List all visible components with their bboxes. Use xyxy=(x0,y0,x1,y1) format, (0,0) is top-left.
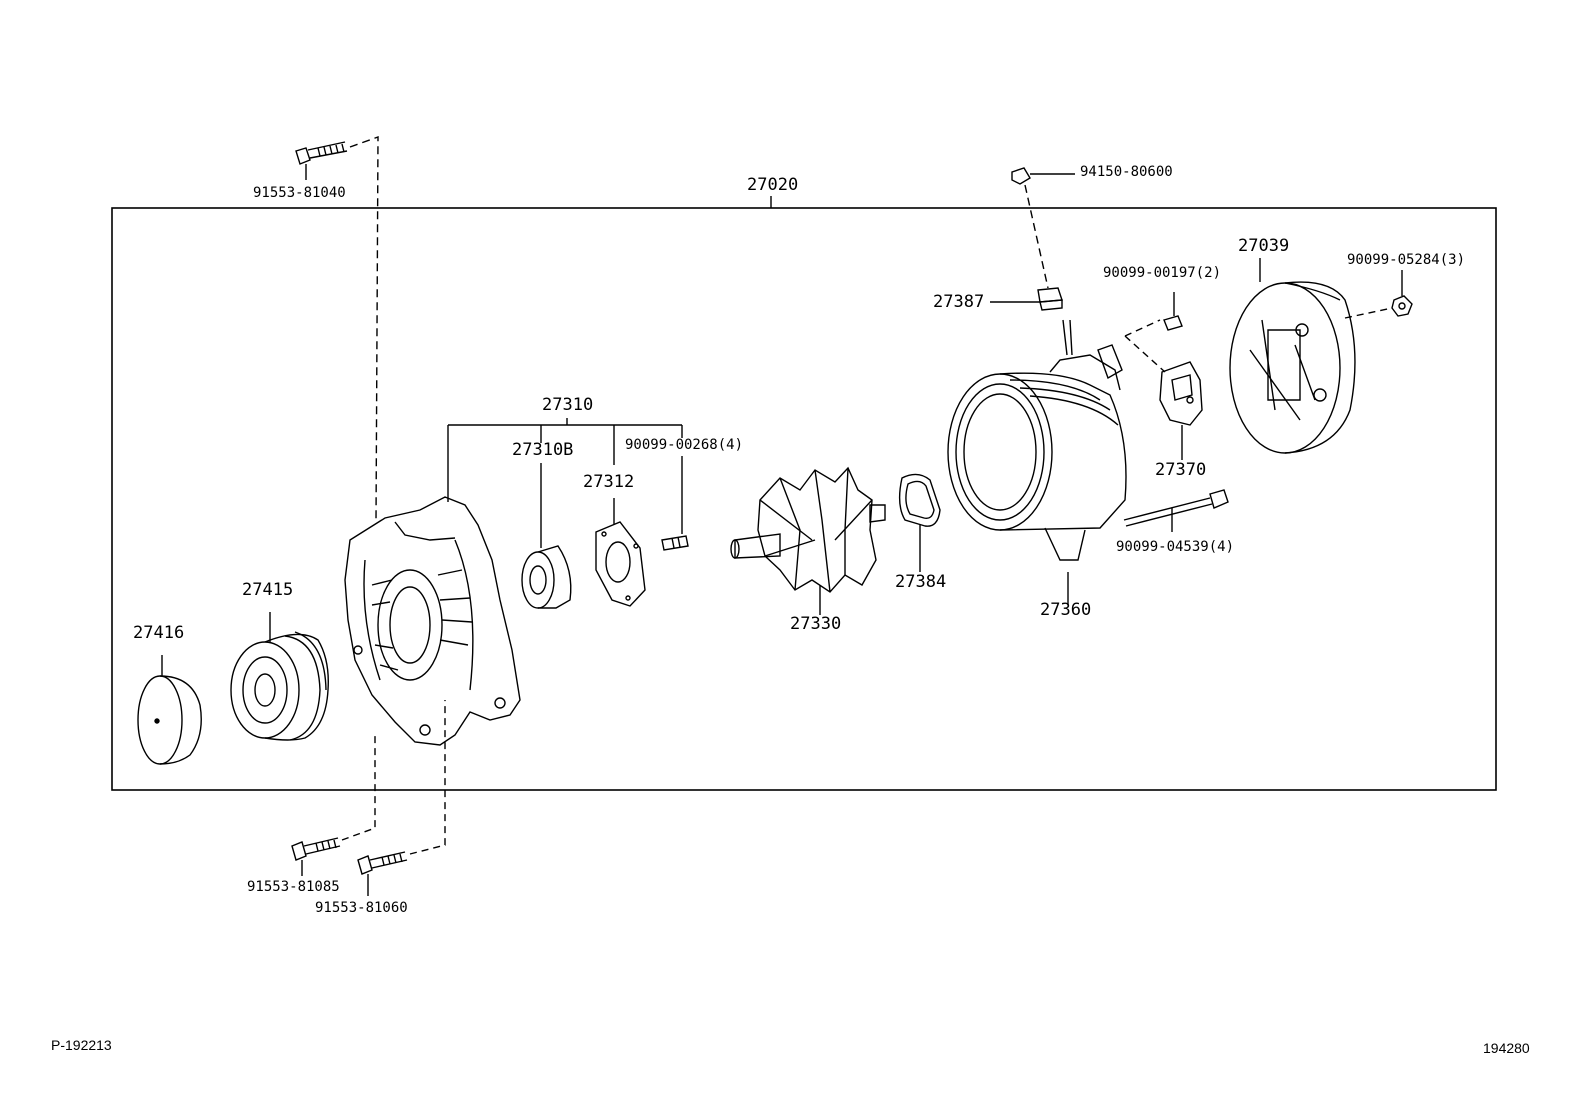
label-27370: 27370 xyxy=(1155,460,1207,480)
dashed-guide-bottom-2 xyxy=(409,700,446,855)
nut-94150-80600 xyxy=(1011,167,1075,185)
rectifier-end-frame-27360 xyxy=(947,344,1127,605)
label-91553-81040: 91553-81040 xyxy=(253,185,346,201)
rear-cover-27039 xyxy=(1229,258,1356,454)
dashed-guide-terminal xyxy=(1024,184,1049,289)
label-27020: 27020 xyxy=(747,175,799,195)
screw-90099-00268 xyxy=(661,456,689,551)
image-number: 194280 xyxy=(1483,1040,1530,1056)
screw-90099-00197 xyxy=(1163,292,1183,331)
plate-27312 xyxy=(595,498,646,607)
dashed-guide-bottom-1 xyxy=(341,735,376,841)
pulley-27415 xyxy=(230,612,329,741)
label-27310B: 27310B xyxy=(512,440,574,460)
label-90099-04539: 90099-04539(4) xyxy=(1116,539,1235,555)
label-91553-81060: 91553-81060 xyxy=(315,900,408,916)
bolt-91553-81060 xyxy=(357,851,408,896)
label-27360: 27360 xyxy=(1040,600,1092,620)
bolt-91553-81085 xyxy=(291,837,341,876)
bearing-27310B xyxy=(521,463,572,609)
label-90099-00268: 90099-00268(4) xyxy=(625,437,744,453)
label-27387: 27387 xyxy=(933,292,985,312)
diagram-code: P-192213 xyxy=(51,1037,112,1053)
label-27312: 27312 xyxy=(583,472,635,492)
nut-90099-05284 xyxy=(1391,270,1413,317)
label-91553-81085: 91553-81085 xyxy=(247,879,340,895)
label-27415: 27415 xyxy=(242,580,294,600)
dashed-guide-top xyxy=(349,136,379,523)
label-27416: 27416 xyxy=(133,623,185,643)
insulator-27387 xyxy=(990,287,1073,356)
label-27039: 27039 xyxy=(1238,236,1290,256)
seal-27384 xyxy=(898,473,941,572)
label-94150-80600: 94150-80600 xyxy=(1080,164,1173,180)
label-90099-00197: 90099-00197(2) xyxy=(1103,265,1222,281)
label-27384: 27384 xyxy=(895,572,947,592)
dashed-guide-regulator xyxy=(1124,319,1166,373)
cap-27416 xyxy=(137,655,202,765)
bracket-27310 xyxy=(447,418,683,502)
label-27310: 27310 xyxy=(542,395,594,415)
assembly-frame xyxy=(111,207,1497,791)
drive-end-frame-27310 xyxy=(344,496,521,746)
bolt-91553-81040 xyxy=(295,141,348,180)
label-27330: 27330 xyxy=(790,614,842,634)
regulator-27370 xyxy=(1159,361,1203,460)
label-90099-05284: 90099-05284(3) xyxy=(1347,252,1466,268)
rotor-27330 xyxy=(730,466,886,615)
dashed-guide-rear-cover xyxy=(1344,307,1393,319)
bolt-90099-04539 xyxy=(1123,489,1229,532)
